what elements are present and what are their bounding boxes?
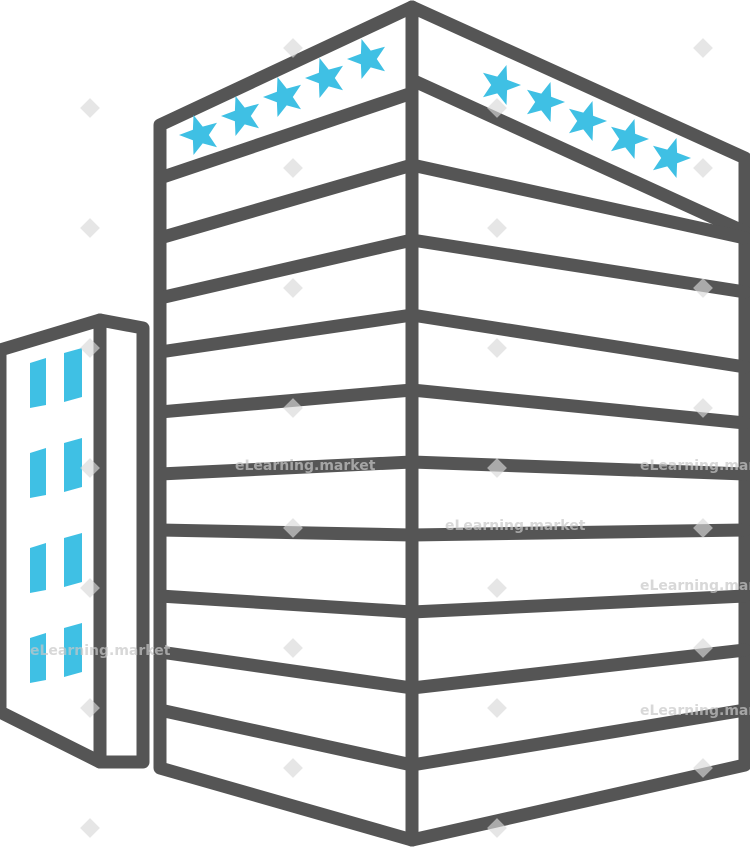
star-icon — [305, 58, 343, 98]
floor-line-right-3 — [405, 233, 750, 299]
watermark-text: eLearning.market — [640, 458, 750, 474]
floor-line-left-3 — [153, 233, 419, 305]
watermark-text: eLearning.market — [445, 518, 586, 534]
watermark-diamond — [487, 98, 507, 118]
watermark-text: eLearning.market — [30, 643, 171, 659]
floor-line-left-10 — [153, 703, 419, 772]
watermark-diamond — [80, 818, 100, 838]
side-building-wall — [93, 313, 150, 769]
watermark-diamond — [283, 158, 303, 178]
watermark-diamond — [693, 758, 713, 778]
floor-line-left-5 — [153, 383, 419, 419]
window-pane — [30, 448, 46, 498]
side-building-windows — [30, 348, 82, 683]
star-icon — [527, 82, 565, 122]
star-icon — [221, 96, 259, 136]
window-pane — [64, 348, 82, 402]
watermark-diamond — [80, 338, 100, 358]
floor-line-left-9 — [153, 645, 419, 695]
watermark-diamond — [693, 638, 713, 658]
watermark-diamond — [693, 518, 713, 538]
floor-line-right-7 — [405, 523, 750, 542]
watermark-diamond — [487, 338, 507, 358]
floor-line-right-9 — [405, 643, 750, 695]
floor-line-right-5 — [405, 383, 750, 430]
watermark-diamond — [487, 458, 507, 478]
floor-line-right-8 — [405, 589, 750, 619]
watermark-diamond — [80, 218, 100, 238]
watermark-diamond — [487, 218, 507, 238]
watermark-diamond — [283, 278, 303, 298]
star-icon — [347, 39, 385, 79]
watermark-diamond — [283, 398, 303, 418]
floor-line-right-4 — [405, 308, 750, 374]
watermark-text: eLearning.market — [640, 578, 750, 594]
watermark-text: eLearning.market — [640, 703, 750, 719]
floor-line-left-2 — [153, 158, 419, 245]
window-pane — [64, 623, 82, 677]
floor-line-right-6 — [405, 455, 750, 481]
side-building — [0, 313, 150, 769]
star-icon — [611, 119, 649, 159]
watermark-diamond — [283, 758, 303, 778]
floor-line-left-1 — [153, 86, 419, 185]
watermark-diamond — [487, 698, 507, 718]
star-icon — [179, 115, 217, 155]
floor-line-left-7 — [153, 523, 419, 542]
floor-line-right-2 — [405, 158, 750, 245]
window-pane — [30, 633, 46, 683]
window-pane — [64, 438, 82, 492]
watermark-diamond — [283, 518, 303, 538]
watermark-diamond — [693, 38, 713, 58]
watermark-text: eLearning.market — [235, 458, 376, 474]
star-icon — [263, 77, 301, 117]
tower-floor-lines — [153, 73, 750, 772]
floor-line-left-8 — [153, 589, 419, 619]
window-pane — [30, 358, 46, 408]
floor-line-left-4 — [153, 308, 419, 359]
star-icon — [569, 101, 607, 141]
watermark-diamond — [693, 278, 713, 298]
watermark-diamond — [693, 398, 713, 418]
star-icon — [653, 138, 691, 178]
window-pane — [64, 533, 82, 587]
side-building-face — [0, 313, 107, 769]
floor-line-right-10 — [405, 703, 750, 772]
watermark-diamond — [487, 578, 507, 598]
watermark-diamond — [283, 638, 303, 658]
main-tower — [153, 0, 750, 847]
watermark-diamond — [80, 458, 100, 478]
floor-line-left-6 — [153, 455, 419, 481]
watermark-diamond — [487, 818, 507, 838]
watermark-diamond — [283, 38, 303, 58]
star-icon — [483, 65, 521, 105]
floor-line-right-1 — [405, 73, 750, 239]
window-pane — [30, 543, 46, 593]
watermark-diamond — [80, 98, 100, 118]
star-rating — [179, 39, 691, 178]
